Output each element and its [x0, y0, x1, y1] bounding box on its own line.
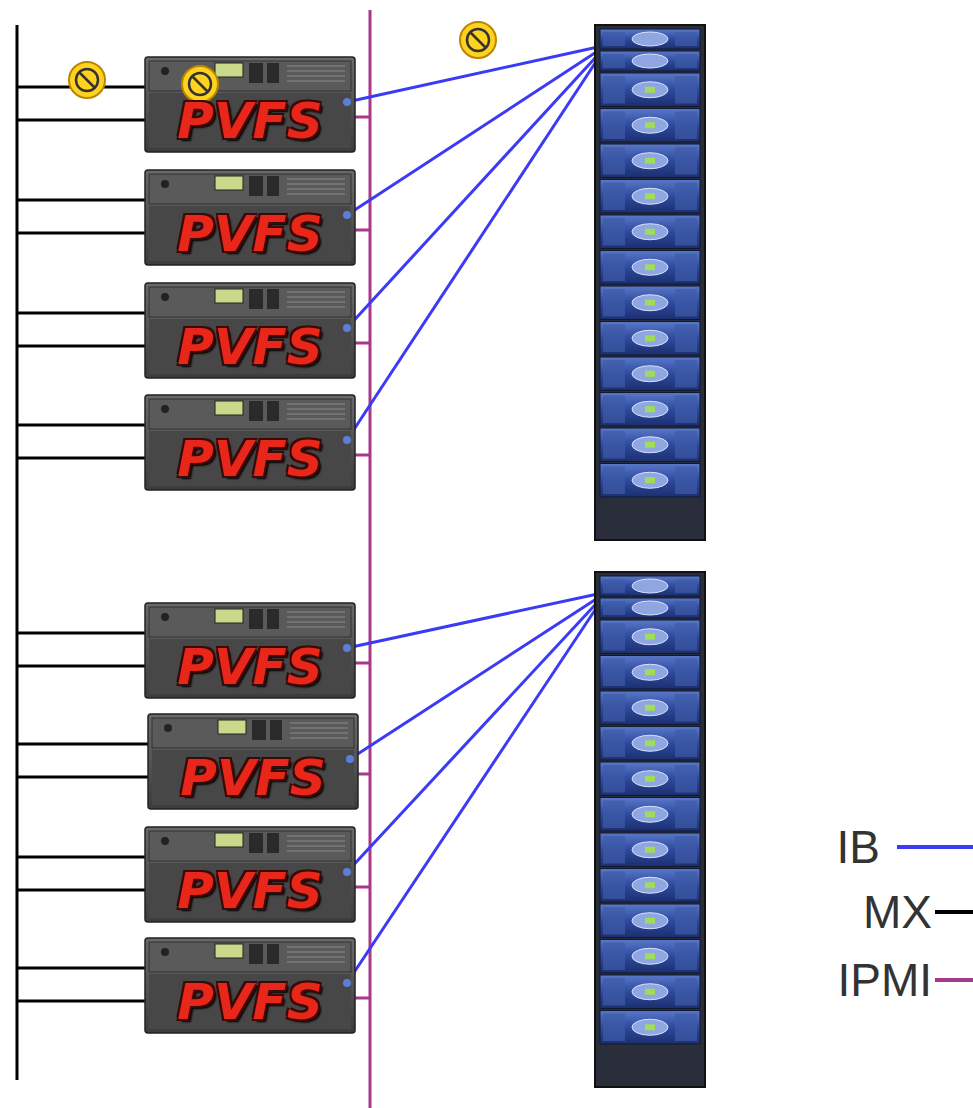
mx-link [17, 345, 145, 348]
mx-link [17, 776, 148, 779]
server-chassis [145, 827, 355, 922]
ib-link [347, 592, 607, 648]
mx-link [17, 743, 148, 746]
server-chassis [145, 57, 358, 1033]
prohibited-sign [69, 62, 105, 98]
server-label: PVFS [177, 322, 323, 372]
server-label: PVFS [180, 753, 326, 803]
pvfs-server: PVFS [145, 283, 355, 378]
server-chassis [145, 395, 355, 490]
ib-link [350, 592, 607, 759]
pvfs-server: PVFS [145, 170, 355, 265]
server-label: PVFS [177, 209, 323, 259]
ib-link [347, 45, 607, 440]
wires [17, 10, 607, 1108]
mx-link [17, 889, 145, 892]
ib-sample [897, 845, 973, 849]
server-chassis [145, 57, 355, 152]
pvfs-server: PVFS [145, 603, 355, 698]
ipmi-bus [369, 10, 372, 1108]
mx-link [17, 312, 145, 315]
server-label: PVFS [177, 434, 323, 484]
server-label: PVFS [177, 642, 323, 692]
storage-rack [595, 572, 705, 1087]
mx-link [17, 632, 145, 635]
prohibited-sign [460, 22, 496, 58]
mx-link [17, 199, 145, 202]
mx-link [17, 665, 145, 668]
legend-label: IPMI [837, 957, 932, 1003]
mx-link [17, 856, 145, 859]
server-label: PVFS [177, 866, 323, 916]
mx-link [17, 424, 145, 427]
pvfs-server: PVFS [145, 57, 355, 152]
storage-rack [595, 25, 705, 540]
mx-bus [16, 25, 19, 1080]
server-chassis [148, 714, 358, 809]
server-chassis [145, 170, 355, 265]
ipmi-sample [935, 978, 973, 982]
prohibited-signs [69, 22, 496, 102]
mx-link [17, 967, 145, 970]
mx-link [17, 1000, 145, 1003]
pvfs-server: PVFS [145, 827, 355, 922]
server-chassis [145, 283, 355, 378]
server-label: PVFS [177, 96, 323, 146]
mx-link [17, 232, 145, 235]
pvfs-server: PVFS [145, 395, 355, 490]
ib-link [347, 45, 607, 328]
server-chassis [145, 938, 355, 1033]
mx-sample [935, 910, 973, 914]
ib-link [347, 592, 607, 872]
legend-label: IB [837, 824, 880, 870]
mx-link [17, 119, 145, 122]
server-chassis [145, 603, 355, 698]
storage-racks [595, 25, 705, 1087]
pvfs-server: PVFS [148, 714, 358, 809]
pvfs-server: PVFS [145, 938, 355, 1033]
mx-link [17, 457, 145, 460]
ib-link [347, 592, 607, 983]
legend-label: MX [863, 889, 932, 935]
server-label: PVFS [177, 977, 323, 1027]
ib-link [347, 45, 607, 215]
